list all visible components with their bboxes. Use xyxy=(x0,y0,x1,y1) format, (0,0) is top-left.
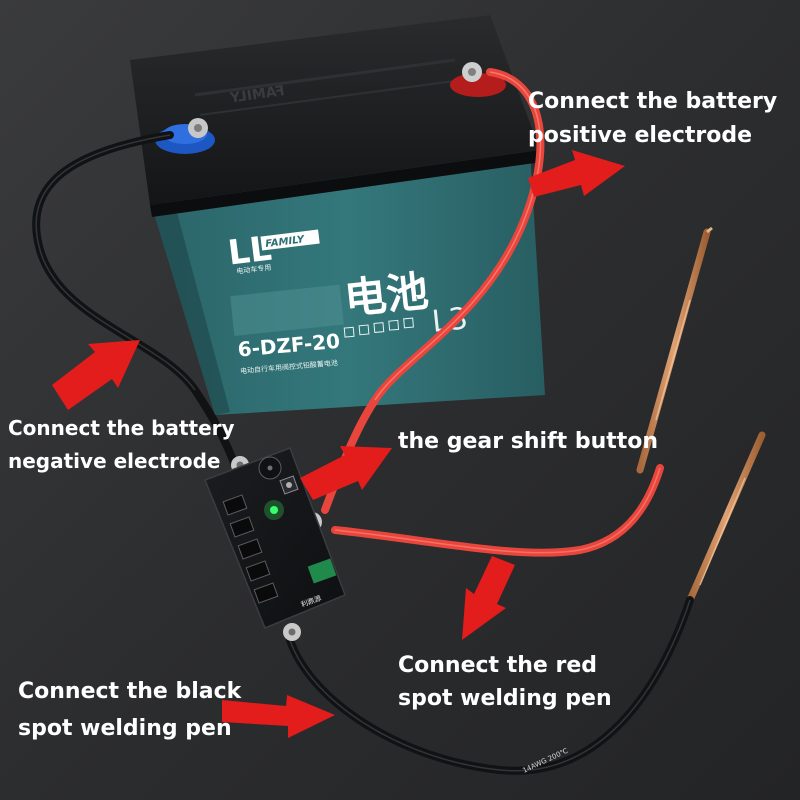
label-black-pen: Connect the black spot welding pen xyxy=(18,679,243,741)
blurred-brand-patch xyxy=(230,284,344,336)
arrow-positive xyxy=(528,150,625,197)
arrow-gear-button xyxy=(300,446,392,500)
label-negative: Connect the battery negative electrode xyxy=(8,416,235,473)
label-red-pen-line2: spot welding pen xyxy=(398,686,612,711)
svg-text:FAMILY: FAMILY xyxy=(265,234,307,250)
battery-body xyxy=(150,150,545,415)
input-terminal-block xyxy=(307,558,337,584)
label-red-pen: Connect the red spot welding pen xyxy=(398,653,612,711)
arrow-negative xyxy=(52,340,140,410)
label-positive-line1: Connect the battery xyxy=(528,89,777,114)
label-red-pen-line1: Connect the red xyxy=(398,653,597,678)
battery-logo: LL FAMILY 电动车专用 xyxy=(226,229,320,276)
status-led xyxy=(270,506,278,514)
label-positive: Connect the battery positive electrode xyxy=(528,89,777,148)
label-negative-line2: negative electrode xyxy=(8,449,220,473)
label-negative-line1: Connect the battery xyxy=(8,416,235,440)
control-board: 利鼎源 xyxy=(204,447,346,629)
label-gear-button: the gear shift button xyxy=(398,429,658,454)
label-gear-button-text: the gear shift button xyxy=(398,429,658,454)
label-black-pen-line2: spot welding pen xyxy=(18,716,232,741)
battery-title: 电池 xyxy=(342,266,431,324)
svg-text:FAMILY: FAMILY xyxy=(228,83,285,107)
battery-cert-icons xyxy=(343,317,414,338)
arrow-black-pen xyxy=(222,695,335,738)
positive-terminal xyxy=(450,62,506,97)
mosfet-row xyxy=(222,494,279,604)
svg-text:电动车专用: 电动车专用 xyxy=(236,263,272,276)
label-black-pen-line1: Connect the black xyxy=(18,679,243,704)
arrow-red-pen xyxy=(462,556,515,640)
black-welding-pen xyxy=(686,431,766,604)
label-positive-line2: positive electrode xyxy=(528,123,752,148)
red-welding-pen xyxy=(636,226,713,474)
